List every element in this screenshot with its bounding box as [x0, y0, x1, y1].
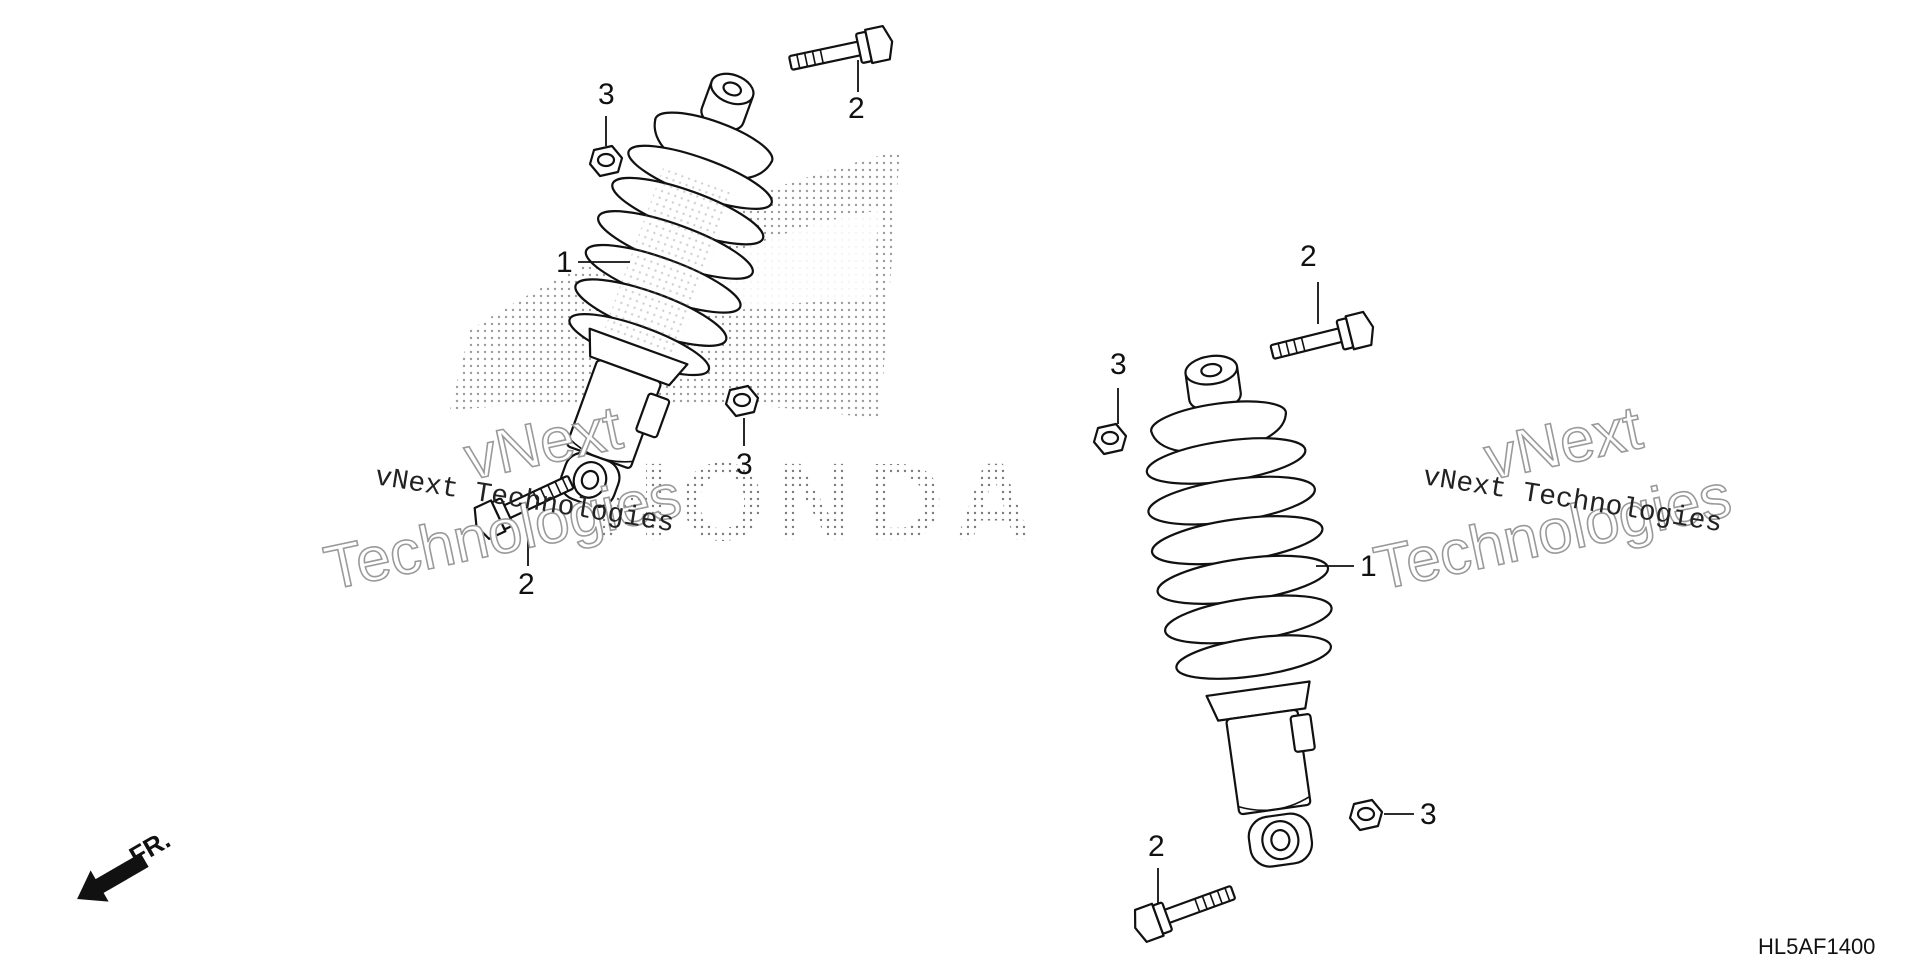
callout-bolt-left-top: 2 — [848, 92, 865, 125]
shock-absorber-left — [559, 72, 774, 509]
callout-nut-left-bottom: 3 — [736, 448, 753, 481]
front-arrow-icon — [77, 853, 149, 902]
callout-nut-right-bottom: 3 — [1420, 798, 1437, 831]
callout-bolt-right-bottom: 2 — [1148, 830, 1165, 863]
front-direction-indicator: FR. — [77, 824, 175, 902]
callout-nut-left-top: 3 — [598, 78, 615, 111]
bolt-right-top — [1269, 310, 1375, 360]
bolt-left-top — [788, 24, 894, 71]
nut-left-bottom — [724, 384, 760, 418]
reference-code: HL5AF1400 — [1758, 934, 1875, 959]
watermark-right: vNext Technologies vNext Technologies — [1368, 392, 1738, 604]
nut-right-bottom — [1348, 798, 1384, 832]
nut-right-top — [1092, 422, 1128, 456]
callout-nut-right-top: 3 — [1110, 348, 1127, 381]
callout-labels: 1 2 2 3 3 2 3 1 3 2 — [518, 78, 1437, 863]
callout-shock-right: 1 — [1360, 550, 1377, 583]
callout-bolt-left-bottom: 2 — [518, 568, 535, 601]
nut-left-top — [588, 144, 624, 178]
bolt-right-bottom — [1133, 885, 1236, 943]
shock-absorber-right — [1145, 354, 1333, 868]
callout-shock-left: 1 — [556, 246, 573, 279]
background-logo-text: HONDA — [590, 441, 1043, 564]
bolt-left-bottom — [473, 475, 575, 540]
callout-bolt-right-top: 2 — [1300, 240, 1317, 273]
leader-lines — [527, 60, 1414, 904]
